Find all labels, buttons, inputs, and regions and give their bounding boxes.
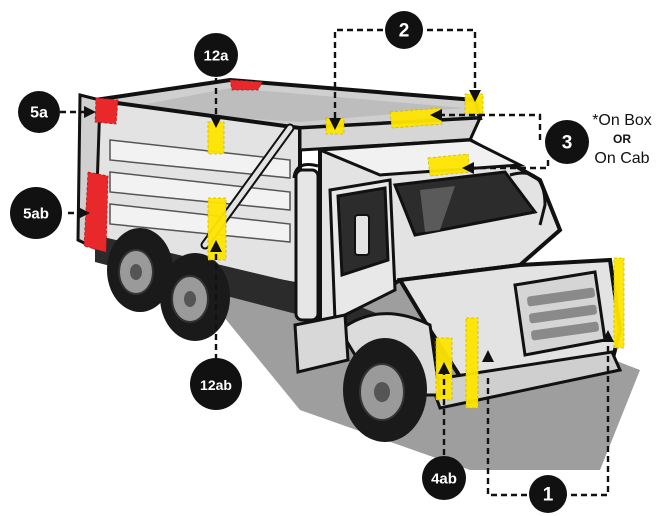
callout-2-label: 2	[399, 21, 410, 42]
red-tape-rear-top-right	[230, 80, 262, 90]
callout-2: 2	[385, 11, 423, 49]
rear-wheel-2	[160, 253, 230, 341]
location-note: *On Box OR On Cab	[592, 112, 652, 167]
note-line-1: *On Box	[592, 112, 652, 129]
callout-5ab: 5ab	[10, 187, 62, 239]
callout-5a: 5a	[18, 91, 60, 133]
callout-3-label: 3	[562, 133, 573, 154]
note-line-2: OR	[613, 132, 631, 146]
callout-4ab: 4ab	[422, 456, 466, 500]
front-wheel	[343, 338, 427, 442]
callout-1: 1	[529, 475, 567, 513]
note-line-3: On Cab	[594, 150, 649, 167]
red-tape-rear-top-left	[95, 98, 118, 124]
callout-12ab-label: 12ab	[200, 377, 232, 393]
callout-5ab-label: 5ab	[23, 206, 49, 223]
callout-3: 3	[545, 120, 589, 164]
callout-5a-label: 5a	[30, 105, 48, 122]
yellow-tape-bumper-left	[466, 318, 478, 408]
callout-12a: 12a	[194, 33, 238, 77]
callout-12ab: 12ab	[190, 358, 242, 410]
callout-1-label: 1	[543, 485, 554, 506]
yellow-tape-bumper-right	[614, 258, 624, 348]
callout-12a-label: 12a	[203, 48, 229, 65]
callout-4ab-label: 4ab	[431, 471, 457, 488]
